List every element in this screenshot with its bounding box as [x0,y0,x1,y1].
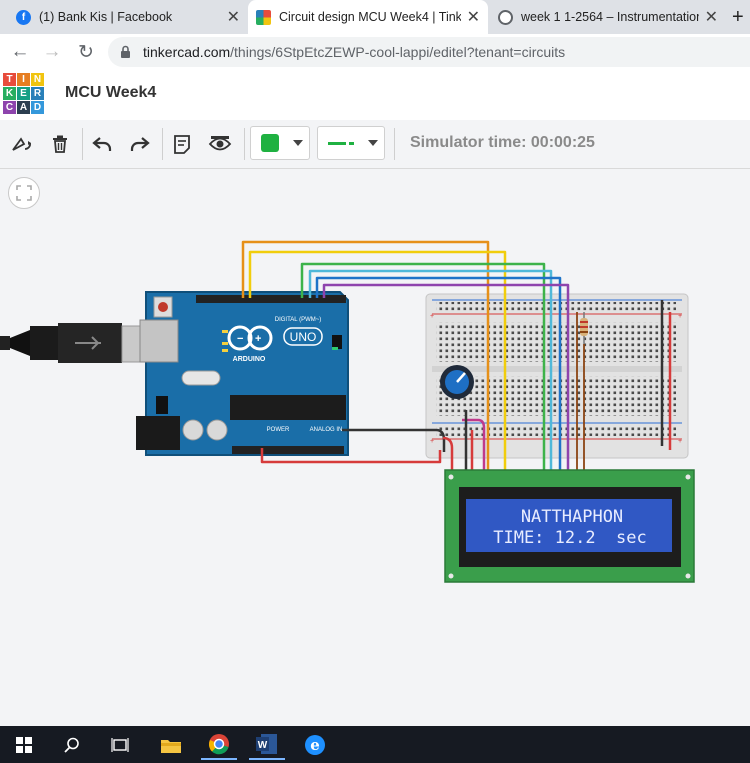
svg-text:+: + [430,438,434,445]
svg-text:e: e [310,736,320,754]
wire-style-icon [328,142,346,145]
chrome-icon[interactable] [201,729,237,760]
logo-letter: T [3,73,16,86]
windows-taskbar: W e [0,726,750,763]
logo-letter: D [31,101,44,114]
search-icon[interactable] [54,729,90,760]
usb-cable[interactable] [0,323,177,363]
svg-text:−: − [237,333,243,345]
logo-letter: E [17,87,30,100]
app-header: T I N K E R C A D MCU Week4 [0,70,750,121]
tab-instrumentation[interactable]: week 1 1-2564 – Instrumentation ✕ [490,0,726,34]
svg-text:+: + [678,438,682,445]
logo-letter: R [31,87,44,100]
svg-text:+: + [678,313,682,320]
chevron-down-icon [293,140,303,146]
logo-letter: N [31,73,44,86]
project-title[interactable]: MCU Week4 [65,84,157,101]
logo-letter: A [17,101,30,114]
board-model-label: UNO [290,330,317,344]
notes-icon[interactable] [168,130,196,158]
wire-color-dropdown[interactable] [317,126,385,160]
wire-style-icon [349,142,354,145]
visibility-icon[interactable] [206,130,234,158]
delete-icon[interactable] [46,130,74,158]
svg-text:+: + [255,333,261,345]
svg-text:W: W [258,740,268,751]
digital-label: DIGITAL (PWM~) [275,317,322,323]
logo-letter: C [3,101,16,114]
close-tab-icon[interactable]: ✕ [704,9,718,26]
globe-icon [498,9,513,25]
tinkercad-icon [256,9,271,25]
resistor[interactable] [580,312,588,344]
power-jack [136,416,180,450]
tab-title: Circuit design MCU Week4 | Tink [279,10,461,24]
circuit-canvas[interactable]: − + UNO ARDUINO DIGITAL (PWM~) POWER ANA… [0,168,750,726]
arduino-uno-board[interactable]: − + UNO ARDUINO DIGITAL (PWM~) POWER ANA… [136,291,349,456]
zoom-to-fit-button[interactable] [8,177,40,209]
power-label: POWER [267,427,290,433]
url-path: /things/6StpEtcZEWP-cool-lappi/editel?te… [230,44,566,60]
url-field[interactable]: tinkercad.com/things/6StpEtcZEWP-cool-la… [108,37,750,67]
toolbar-divider [244,128,245,160]
word-icon[interactable]: W [249,729,285,760]
fill-color-swatch [261,134,279,152]
usb-port [139,319,179,363]
rotate-icon[interactable] [8,130,36,158]
svg-text:+: + [430,313,434,320]
board-brand-label: ARDUINO [233,356,266,363]
back-icon[interactable]: ← [10,41,30,62]
atmega-chip [230,395,346,420]
close-tab-icon[interactable]: ✕ [466,9,480,26]
lcd-line-1: NATTHAPHON [521,507,623,527]
tab-tinkercad[interactable]: Circuit design MCU Week4 | Tink ✕ [248,0,488,34]
editor-toolbar: Simulator time: 00:00:25 [0,120,750,169]
digital-header [196,295,346,303]
logo-letter: I [17,73,30,86]
tab-title: week 1 1-2564 – Instrumentation [521,10,699,24]
power-analog-header [232,446,344,454]
close-tab-icon[interactable]: ✕ [226,9,240,26]
potentiometer[interactable] [440,365,474,399]
logo-letter: K [3,87,16,100]
chevron-down-icon [368,140,378,146]
facebook-icon: f [16,9,31,25]
redo-icon[interactable] [126,130,154,158]
lcd-16x2[interactable]: NATTHAPHON TIME: 12.2 sec [444,469,695,583]
address-bar: ← → ↻ tinkercad.com/things/6StpEtcZEWP-c… [0,34,750,71]
forward-icon[interactable]: → [42,41,62,62]
breadboard[interactable]: + + + + [425,293,689,459]
file-explorer-icon[interactable] [153,729,189,760]
tab-facebook[interactable]: f (1) Bank Kis | Facebook ✕ [8,0,248,34]
url-host: tinkercad.com [143,44,231,60]
fill-color-dropdown[interactable] [250,126,310,160]
fit-view-icon [16,185,32,201]
toolbar-divider [394,128,395,160]
toolbar-divider [162,128,163,160]
tinkercad-logo[interactable]: T I N K E R C A D [3,73,44,114]
crystal [181,370,221,386]
edge-icon[interactable]: e [297,729,333,760]
simulator-time: Simulator time: 00:00:25 [410,134,595,151]
browser-tab-bar: f (1) Bank Kis | Facebook ✕ Circuit desi… [0,0,750,34]
windows-start-icon[interactable] [6,729,42,760]
tab-title: (1) Bank Kis | Facebook [39,10,173,24]
wire-group[interactable] [241,240,672,478]
toolbar-divider [82,128,83,160]
reload-icon[interactable]: ↻ [78,41,94,63]
task-view-icon[interactable] [102,729,138,760]
analog-label: ANALOG IN [310,427,343,433]
lock-icon [121,45,130,58]
undo-icon[interactable] [88,130,116,158]
lcd-line-2: TIME: 12.2 sec [493,528,647,548]
new-tab-button[interactable]: + [732,5,744,28]
